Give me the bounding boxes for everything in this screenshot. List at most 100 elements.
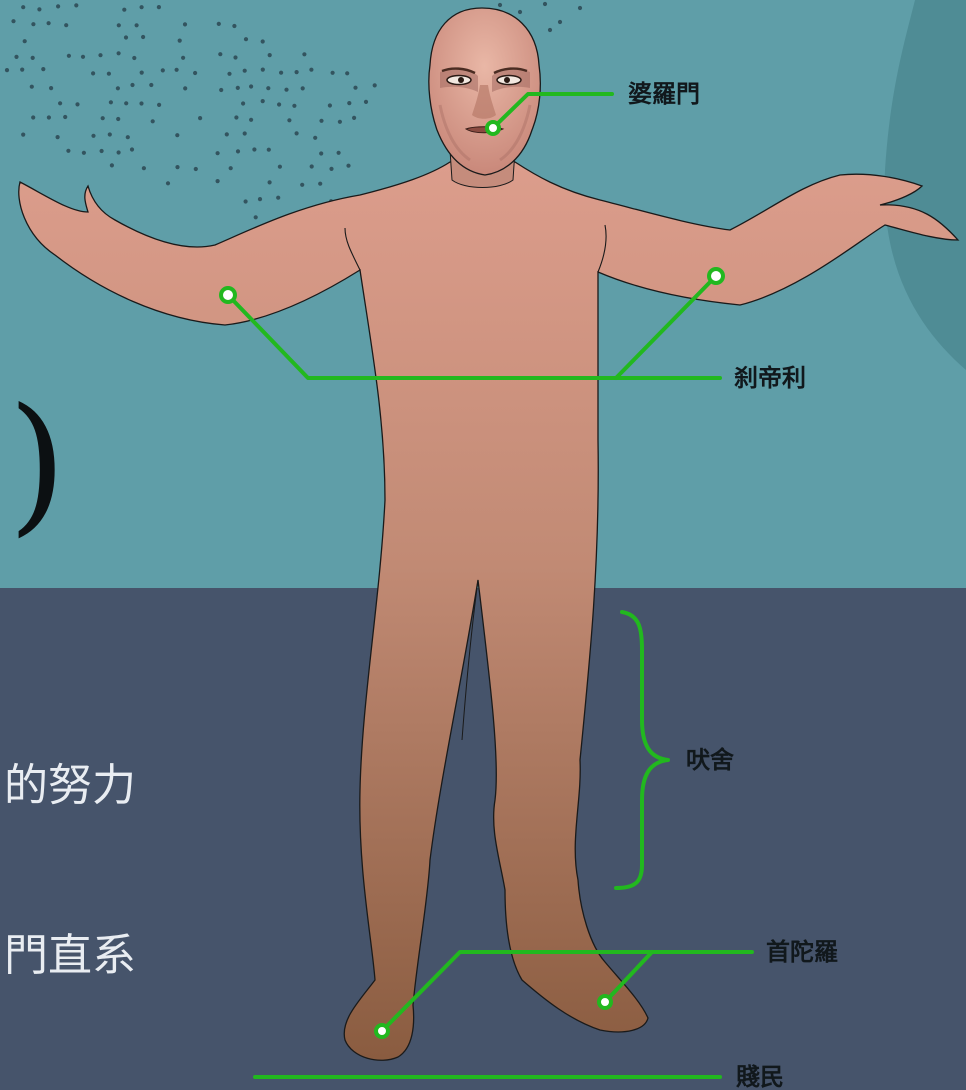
decorative-dot (352, 116, 356, 120)
decorative-dot (67, 54, 71, 58)
decorative-dot (183, 22, 187, 26)
decorative-dot (142, 166, 146, 170)
decorative-dot (81, 55, 85, 59)
decorative-dot (140, 5, 144, 9)
decorative-dot (276, 196, 280, 200)
decorative-dot (232, 24, 236, 28)
decorative-dot (558, 20, 562, 24)
decorative-dot (318, 182, 322, 186)
decorative-dot (216, 151, 220, 155)
decorative-dot (21, 5, 25, 9)
decorative-dot (63, 115, 67, 119)
decorative-dot (346, 164, 350, 168)
decorative-dot (175, 68, 179, 72)
decorative-dot (122, 8, 126, 12)
decorative-dot (49, 86, 53, 90)
decorative-dot (373, 83, 377, 87)
decorative-dot (47, 21, 51, 25)
decorative-dot (116, 86, 120, 90)
decorative-dot (266, 86, 270, 90)
closing-parenthesis: ) (8, 377, 67, 551)
decorative-dot (149, 83, 153, 87)
decorative-dot (135, 23, 139, 27)
decorative-dot (100, 149, 104, 153)
decorative-dot (20, 68, 24, 72)
decorative-dot (277, 102, 281, 106)
decorative-dot (254, 215, 258, 219)
decorative-dot (101, 116, 105, 120)
decorative-dot (126, 135, 130, 139)
decorative-dot (175, 133, 179, 137)
decorative-dot (543, 2, 547, 6)
decorative-dot (216, 179, 220, 183)
pupil-right (504, 77, 510, 83)
decorative-dot (23, 39, 27, 43)
decorative-dot (345, 71, 349, 75)
decorative-dot (108, 132, 112, 136)
decorative-dot (233, 55, 237, 59)
decorative-dot (64, 23, 68, 27)
decorative-dot (5, 68, 9, 72)
decorative-dot (353, 86, 357, 90)
decorative-dot (329, 167, 333, 171)
decorative-dot (217, 22, 221, 26)
decorative-dot (236, 86, 240, 90)
decorative-dot (347, 101, 351, 105)
slide-text-line-1: 的努力 (4, 760, 136, 811)
decorative-dot (181, 56, 185, 60)
decorative-dot (124, 101, 128, 105)
decorative-dot (141, 35, 145, 39)
decorative-dot (109, 100, 113, 104)
decorative-dot (66, 149, 70, 153)
shudra-marker-right (599, 996, 611, 1008)
decorative-dot (319, 119, 323, 123)
decorative-dot (292, 104, 296, 108)
decorative-dot (110, 163, 114, 167)
kshatriya-marker-left (221, 288, 235, 302)
decorative-dot (82, 151, 86, 155)
decorative-dot (319, 151, 323, 155)
decorative-dot (267, 148, 271, 152)
decorative-dot (166, 181, 170, 185)
decorative-dot (244, 37, 248, 41)
decorative-dot (229, 166, 233, 170)
label-kshatriya: 刹帝利 (734, 364, 806, 392)
decorative-dot (302, 52, 306, 56)
decorative-dot (244, 199, 248, 203)
decorative-dot (31, 115, 35, 119)
decorative-dot (56, 135, 60, 139)
decorative-dot (249, 84, 253, 88)
decorative-dot (124, 35, 128, 39)
decorative-dot (364, 100, 368, 104)
decorative-dot (261, 39, 265, 43)
decorative-dot (268, 180, 272, 184)
decorative-dot (278, 165, 282, 169)
decorative-dot (91, 134, 95, 138)
decorative-dot (309, 68, 313, 72)
decorative-dot (198, 116, 202, 120)
kshatriya-marker-right (709, 269, 723, 283)
decorative-dot (183, 86, 187, 90)
decorative-dot (249, 118, 253, 122)
decorative-dot (194, 167, 198, 171)
decorative-dot (518, 10, 522, 14)
label-brahmin: 婆羅門 (628, 80, 700, 108)
decorative-dot (331, 71, 335, 75)
label-untouchable: 賤民 (736, 1063, 784, 1090)
decorative-dot (21, 133, 25, 137)
brahmin-marker (487, 122, 499, 134)
decorative-dot (337, 151, 341, 155)
decorative-dot (498, 3, 502, 7)
pupil-left (458, 77, 464, 83)
decorative-dot (47, 115, 51, 119)
decorative-dot (252, 147, 256, 151)
decorative-dot (139, 101, 143, 105)
decorative-dot (116, 117, 120, 121)
decorative-dot (117, 23, 121, 27)
label-shudra: 首陀羅 (766, 938, 838, 966)
decorative-dot (328, 103, 332, 107)
decorative-dot (578, 6, 582, 10)
decorative-dot (157, 103, 161, 107)
decorative-dot (268, 53, 272, 57)
decorative-dot (178, 39, 182, 43)
